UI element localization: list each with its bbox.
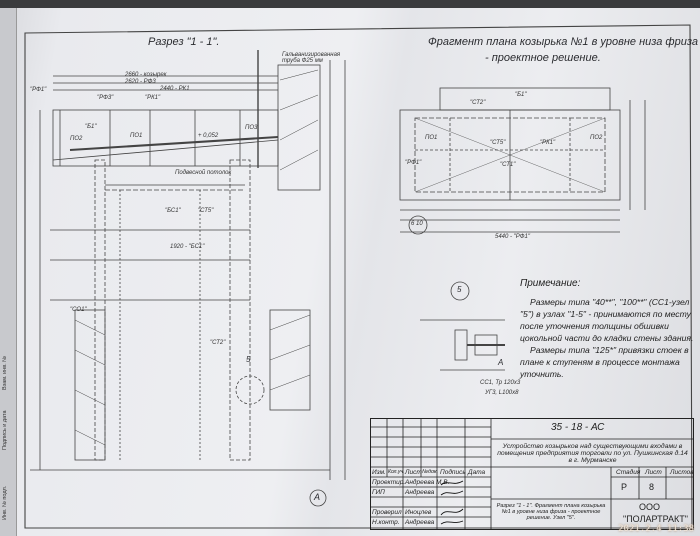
plan-label: "СТ5" (490, 140, 506, 146)
company-line1: ООО (639, 502, 661, 512)
plan-label: ПО1 (425, 135, 438, 141)
dim-rk1: 2440 - РК1 (160, 86, 190, 92)
plan-node-marker: 6 10 (411, 221, 423, 227)
sheets-label: Листов (670, 469, 694, 476)
name: Иноцлев (405, 509, 432, 516)
label-st5: "СТ5" (198, 208, 214, 214)
view-a-label: A (314, 492, 321, 502)
node-marker: 5 (246, 355, 251, 364)
stage-value: Р (621, 482, 628, 492)
label-ceiling: Подвесной потолок (175, 170, 232, 176)
dim-rf3: 2620 - РФ3 (125, 79, 156, 85)
section-title: Разрез "1 - 1". (148, 36, 220, 48)
header-sign: Подпись (440, 469, 466, 476)
name: Андреева (405, 489, 435, 496)
plan-dim: 5440 - "РФ1" (495, 234, 530, 240)
role: ГИП (372, 489, 385, 496)
header-izm: Изм. (372, 469, 386, 476)
title-block-grid (371, 419, 693, 529)
drawing-code: 35 - 18 - АС (551, 422, 605, 433)
binding-strip (0, 8, 17, 536)
label-level: + 0,052 (198, 133, 219, 139)
detail-label: СС1, Тр 120х3 (480, 380, 521, 386)
role: Проектир. (372, 479, 406, 486)
label-rf3: "РФ3" (97, 95, 114, 101)
name: Андреева М.В. (405, 479, 450, 486)
company-line2: "ПОЛАРТРАКТ" (623, 514, 688, 524)
label-rk1: "РК1" (145, 95, 161, 101)
photo-timestamp: 2021.2.4 11:38 (618, 524, 694, 534)
plan-label: "РК1" (540, 140, 556, 146)
note-heading: Примечание: (520, 278, 581, 289)
detail-marker: 5 (457, 285, 462, 294)
label-po1: ПО1 (130, 133, 143, 139)
label-so1: "СО1" (70, 307, 87, 313)
plan-label: "СТ2" (470, 100, 486, 106)
label-pipe: Гальванизированная труба Ф25 мм (282, 52, 341, 64)
label-b1: "Б1" (85, 124, 97, 130)
plan-label: "СТ1" (500, 162, 516, 168)
header-doc: №док. (422, 469, 439, 475)
project-title: Устройство козырьков над существующими в… (497, 443, 688, 464)
header-date: Дата (468, 469, 486, 476)
signatures (440, 480, 464, 525)
label-st2: "СТ2" (210, 340, 226, 346)
note-paragraph: Размеры типа "125*" привязки стоек в пла… (520, 345, 689, 379)
label-bs1: "БС1" (165, 208, 181, 214)
role: Н.контр. (372, 519, 400, 526)
sheet-title: Разрез "1 - 1". Фрагмент плана козырька … (496, 503, 606, 521)
label-rf1: "РФ1" (30, 87, 47, 93)
label-po2: ПО2 (70, 136, 83, 142)
sheet-label: Лист (645, 469, 662, 476)
plan-label: ПО2 (590, 135, 603, 141)
drawing-sheet (0, 8, 700, 536)
plan-label: "Б1" (515, 92, 527, 98)
detail-view-a: A (498, 358, 504, 367)
note-block: Примечание: Размеры типа "40**", "100**"… (520, 278, 695, 380)
header-kol: Кол.уч. (388, 469, 405, 475)
note-paragraph: Размеры типа "40**", "100**" (СС1-узел "… (520, 297, 694, 343)
dim-bs1: 1920 - "БС1" (170, 244, 205, 250)
stage-label: Стадия (616, 469, 641, 476)
title-block: 35 - 18 - АС Устройство козырьков над су… (370, 418, 694, 530)
plan-label: "РФ1" (405, 160, 422, 166)
name: Андреева (405, 519, 435, 526)
plan-title: Фрагмент плана козырька №1 в уровне низа… (428, 36, 700, 48)
header-list: Лист (405, 469, 422, 476)
sheet-value: 8 (649, 482, 655, 492)
label-po3: ПО3 (245, 125, 258, 131)
detail-label: УГ3, L100х8 (485, 390, 519, 396)
role: Проверил (372, 509, 402, 516)
dim-canopy: 2660 - козырек (125, 72, 167, 78)
plan-title-line2: - проектное решение. (485, 52, 601, 64)
